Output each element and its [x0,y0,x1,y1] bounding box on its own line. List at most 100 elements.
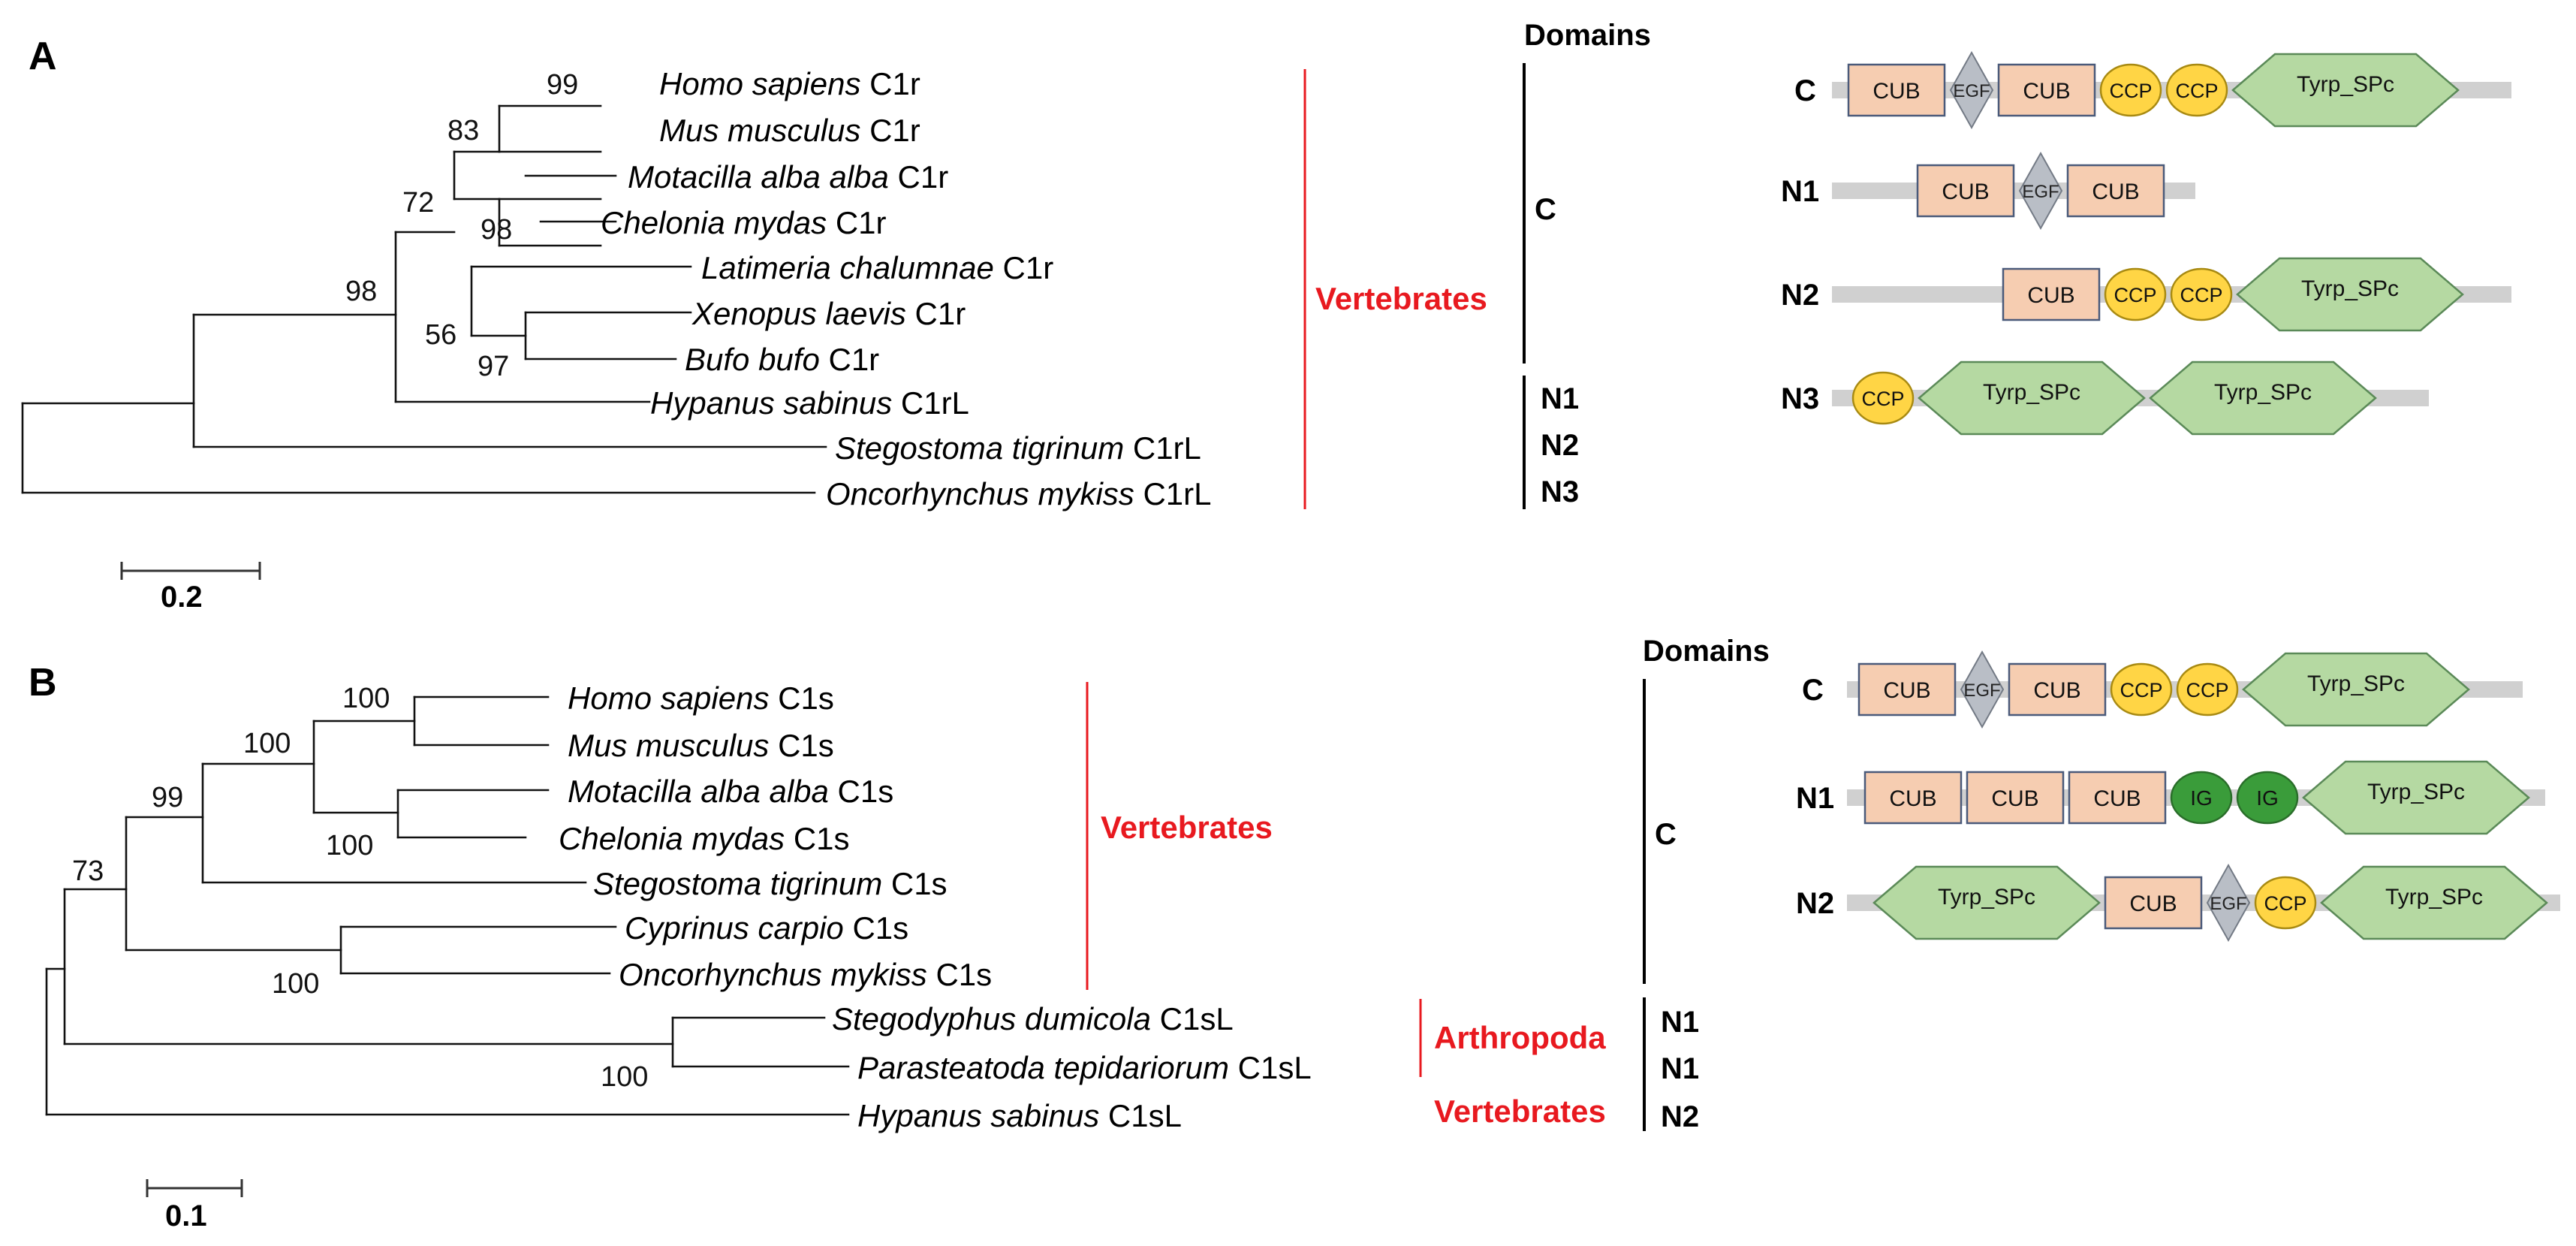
arch-b-row-2-ig-domain-5: IG [2236,771,2299,825]
bootstrap-b-2: 100 [243,728,291,759]
svg-text:EGF: EGF [2022,182,2059,202]
arch-b-row-1-cub-domain-3: CUB [2008,662,2107,717]
class-a-c: C [1535,193,1556,226]
panel-b-tree [45,695,850,1116]
class-b-n2: N2 [1661,1100,1699,1133]
taxon-a-10: Oncorhynchus mykiss C1rL [826,476,1212,511]
svg-text:IG: IG [2256,786,2279,810]
arch-b-row-3-tyrp-spc-domain-5: Tyrp_SPc [2320,865,2548,940]
arch-a-row-1-label: C [1794,74,1816,107]
svg-text:Tyrp_SPc: Tyrp_SPc [2297,72,2394,97]
taxon-a-8: Hypanus sabinus C1rL [650,385,969,421]
taxon-a-2: Mus musculus C1r [659,113,920,148]
arch-b-row-2-cub-domain-3: CUB [2068,771,2167,825]
svg-text:Tyrp_SPc: Tyrp_SPc [1938,885,2035,910]
taxon-b-5: Stegostoma tigrinum C1s [593,866,948,901]
taxon-b-9: Parasteatoda tepidariorum C1sL [857,1050,1312,1085]
arch-b-row-1-ccp-domain-5: CCP [2176,662,2239,717]
domains-header-b: Domains [1643,635,1770,668]
group-label-b-2: Arthropoda [1434,1020,1606,1055]
arch-a-row-1-egf-domain-2: EGF [1949,50,1994,130]
arch-a-row-4-tyrp-spc-domain-3: Tyrp_SPc [2149,361,2377,436]
arch-b-row-2-ig-domain-4: IG [2170,771,2233,825]
class-b-n1: N1 [1661,1006,1699,1039]
arch-a-row-3-ccp-domain-3: CCP [2170,267,2233,321]
svg-text:Tyrp_SPc: Tyrp_SPc [2385,885,2483,910]
svg-text:EGF: EGF [1963,680,2000,701]
svg-text:CCP: CCP [2120,679,2162,701]
svg-text:CCP: CCP [2264,892,2306,915]
arch-a-row-3: N2 CUB CCP CCP Tyrp_SPc [1781,257,2511,332]
taxon-b-7: Oncorhynchus mykiss C1s [619,957,992,992]
svg-text:CUB: CUB [2092,180,2139,204]
bootstrap-a-5: 56 [425,319,456,351]
class-a-n1: N1 [1541,382,1579,415]
svg-text:CUB: CUB [1872,79,1920,104]
arch-b-row-2-cub-domain-1: CUB [1863,771,1963,825]
arch-a-row-2-label: N1 [1781,175,1819,208]
arch-a-row-1-ccp-domain-5: CCP [2165,63,2228,117]
svg-text:CCP: CCP [1861,388,1904,410]
svg-text:CUB: CUB [1942,180,1989,204]
domains-header-a: Domains [1524,19,1651,52]
svg-text:CUB: CUB [1991,786,2038,811]
arch-a-row-2-cub-domain-3: CUB [2066,164,2165,218]
arch-b-row-1-ccp-domain-4: CCP [2110,662,2173,717]
arch-b-row-2-tyrp-spc-domain-6: Tyrp_SPc [2302,760,2530,835]
arch-b-row-1-label: C [1802,674,1824,707]
arch-a-row-2-cub-domain-1: CUB [1916,164,2015,218]
svg-text:Tyrp_SPc: Tyrp_SPc [2307,671,2405,696]
scale-bar-a [120,562,261,580]
arch-a-row-1-cub-domain-3: CUB [1997,63,2096,117]
scale-label-b: 0.1 [165,1199,207,1232]
group-label-b-3: Vertebrates [1434,1094,1606,1129]
arch-a-row-2-egf-domain-2: EGF [2018,151,2063,231]
svg-text:CCP: CCP [2186,679,2228,701]
bootstrap-b-1: 100 [342,683,390,714]
bootstrap-a-3: 98 [481,214,512,246]
arch-a-row-3-ccp-domain-2: CCP [2104,267,2167,321]
svg-text:IG: IG [2190,786,2213,810]
svg-text:CUB: CUB [2023,79,2070,104]
arch-a-row-1-cub-domain-1: CUB [1847,63,1946,117]
arch-a-row-4-tyrp-spc-domain-2: Tyrp_SPc [1918,361,2146,436]
svg-text:EGF: EGF [2210,894,2246,914]
taxon-a-1: Homo sapiens C1r [659,66,920,101]
arch-a-row-2: N1 CUB EGF CUB [1781,151,2195,231]
svg-text:CCP: CCP [2114,284,2156,306]
arch-b-row-3-tyrp-spc-domain-1: Tyrp_SPc [1872,865,2101,940]
taxon-a-9: Stegostoma tigrinum C1rL [835,430,1201,466]
taxon-b-3: Motacilla alba alba C1s [568,774,893,809]
arch-b-row-1: C CUB EGF CUB CCP CCP Tyrp_SPc [1802,650,2523,729]
taxon-b-8: Stegodyphus dumicola C1sL [832,1001,1234,1036]
bootstrap-b-6: 73 [72,855,104,887]
bootstrap-a-6: 97 [478,351,509,382]
arch-b-row-1-cub-domain-1: CUB [1857,662,1957,717]
arch-a-row-3-label: N2 [1781,279,1819,312]
scale-bar-b [146,1179,243,1197]
svg-text:CUB: CUB [2033,678,2080,703]
taxon-b-2: Mus musculus C1s [568,728,834,763]
svg-text:CCP: CCP [2180,284,2222,306]
arch-a-row-4-label: N3 [1781,382,1819,415]
svg-text:Tyrp_SPc: Tyrp_SPc [2301,276,2399,301]
arch-a-row-3-cub-domain-1: CUB [2002,267,2101,321]
arch-a-row-4-ccp-domain-1: CCP [1851,371,1915,425]
arch-b-row-3-label: N2 [1796,887,1834,920]
taxon-a-7: Bufo bufo C1r [685,342,879,377]
svg-text:CUB: CUB [2129,892,2177,916]
scale-label-a: 0.2 [161,581,203,614]
arch-b-row-2-label: N1 [1796,782,1834,815]
svg-text:EGF: EGF [1953,81,1990,101]
panel-b-label: B [29,661,57,704]
arch-b-row-3-ccp-domain-4: CCP [2254,876,2317,930]
arch-a-row-1-ccp-domain-4: CCP [2099,63,2162,117]
taxon-a-4: Chelonia mydas C1r [601,205,887,240]
class-b-c: C [1655,818,1677,851]
bootstrap-b-3: 100 [326,830,373,861]
arch-a-row-3-tyrp-spc-domain-4: Tyrp_SPc [2236,257,2464,332]
